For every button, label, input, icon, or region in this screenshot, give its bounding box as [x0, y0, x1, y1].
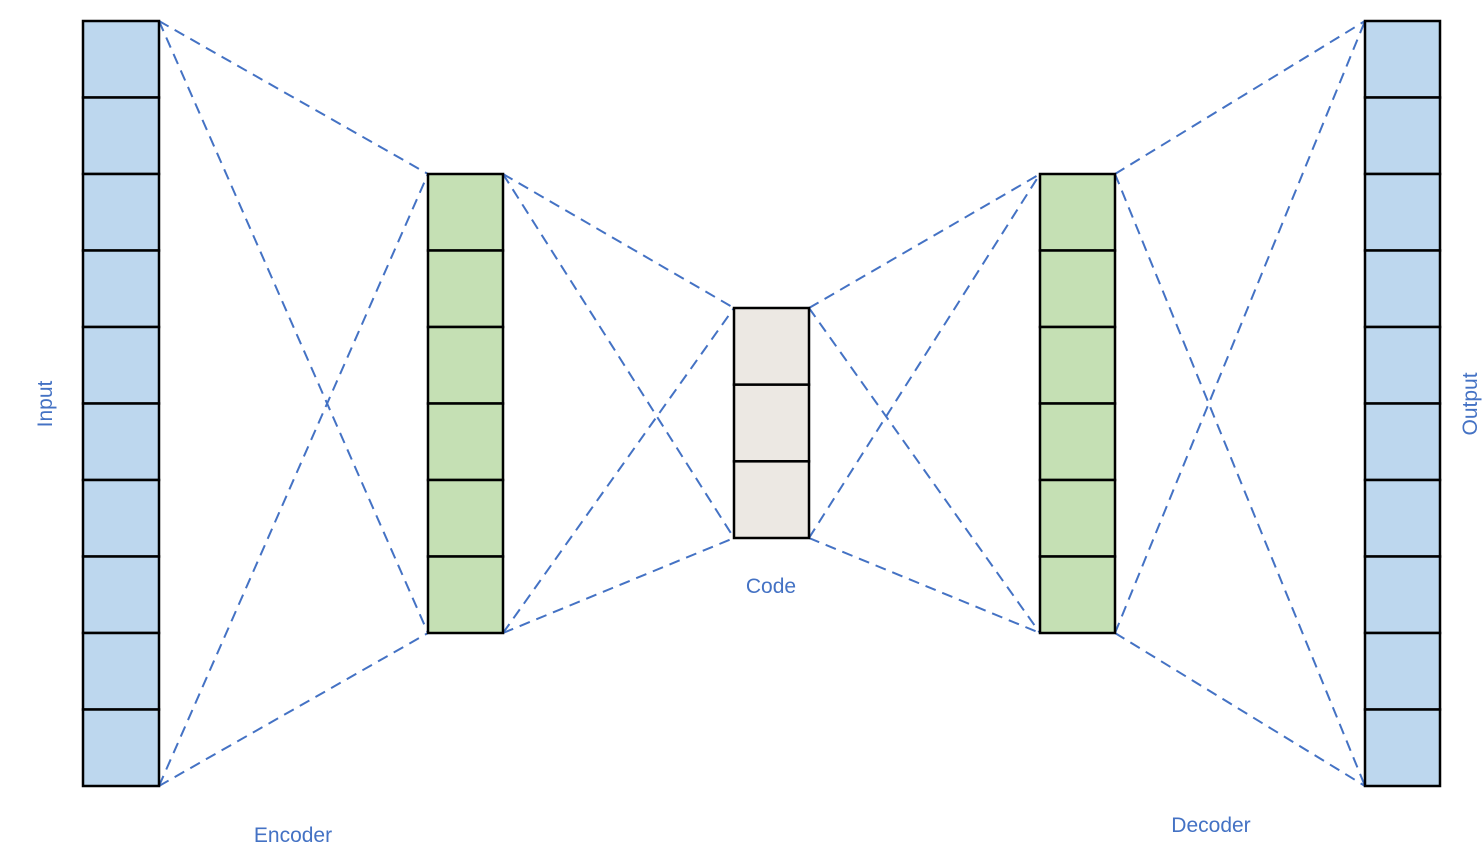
output-layer-cell: [1363, 402, 1442, 482]
connection-line: [1114, 173, 1366, 787]
code-layer-cell: [732, 306, 811, 386]
output-layer-cell: [1363, 19, 1442, 99]
encoder-hidden-layer: [426, 172, 505, 635]
output-layer: [1363, 19, 1442, 788]
input-layer-cell: [81, 96, 161, 176]
connection-line: [158, 20, 429, 634]
connection-lines: [158, 20, 1366, 787]
output-layer-cell: [1363, 172, 1442, 252]
connection-line: [1114, 632, 1366, 787]
encoder-hidden-layer-cell: [426, 172, 505, 252]
layer-stacks: [81, 19, 1442, 788]
connection-line: [502, 537, 735, 634]
input-layer: [81, 19, 161, 788]
decoder-hidden-layer-cell: [1038, 402, 1117, 482]
output-layer-cell: [1363, 478, 1442, 558]
decoder-hidden-layer-cell: [1038, 249, 1117, 329]
input-layer-cell: [81, 631, 161, 711]
connection-line: [502, 173, 735, 539]
decoder-hidden-layer-cell: [1038, 555, 1117, 635]
input-layer-cell: [81, 402, 161, 482]
code-layer: [732, 306, 811, 540]
encoder-hidden-layer-cell: [426, 555, 505, 635]
encoder-hidden-layer-cell: [426, 325, 505, 405]
input-layer-cell: [81, 708, 161, 788]
input-layer-cell: [81, 172, 161, 252]
encoder-hidden-layer-cell: [426, 402, 505, 482]
output-layer-cell: [1363, 325, 1442, 405]
encoder-hidden-layer-cell: [426, 478, 505, 558]
input-layer-cell: [81, 478, 161, 558]
decoder-hidden-layer-cell: [1038, 478, 1117, 558]
encoder-hidden-layer-cell: [426, 249, 505, 329]
input-layer-cell: [81, 249, 161, 329]
output-label: Output: [1459, 372, 1482, 435]
decoder-hidden-layer-cell: [1038, 325, 1117, 405]
input-label: Input: [34, 380, 57, 427]
encoder-label: Encoder: [254, 824, 332, 847]
connection-line: [808, 537, 1041, 634]
output-layer-cell: [1363, 708, 1442, 788]
connection-line: [158, 20, 429, 175]
input-layer-cell: [81, 19, 161, 99]
decoder-hidden-layer: [1038, 172, 1117, 635]
code-label: Code: [746, 575, 796, 598]
input-layer-cell: [81, 325, 161, 405]
input-layer-cell: [81, 555, 161, 635]
connection-line: [502, 173, 735, 309]
output-layer-cell: [1363, 555, 1442, 635]
connection-line: [808, 173, 1041, 309]
code-layer-cell: [732, 383, 811, 463]
connection-line: [1114, 20, 1366, 175]
connection-line: [502, 307, 735, 634]
connection-line: [158, 632, 429, 787]
decoder-hidden-layer-cell: [1038, 172, 1117, 252]
code-layer-cell: [732, 460, 811, 540]
connection-line: [158, 173, 429, 787]
connection-line: [808, 307, 1041, 634]
decoder-label: Decoder: [1171, 814, 1250, 837]
output-layer-cell: [1363, 631, 1442, 711]
output-layer-cell: [1363, 249, 1442, 329]
output-layer-cell: [1363, 96, 1442, 176]
connection-line: [1114, 20, 1366, 634]
